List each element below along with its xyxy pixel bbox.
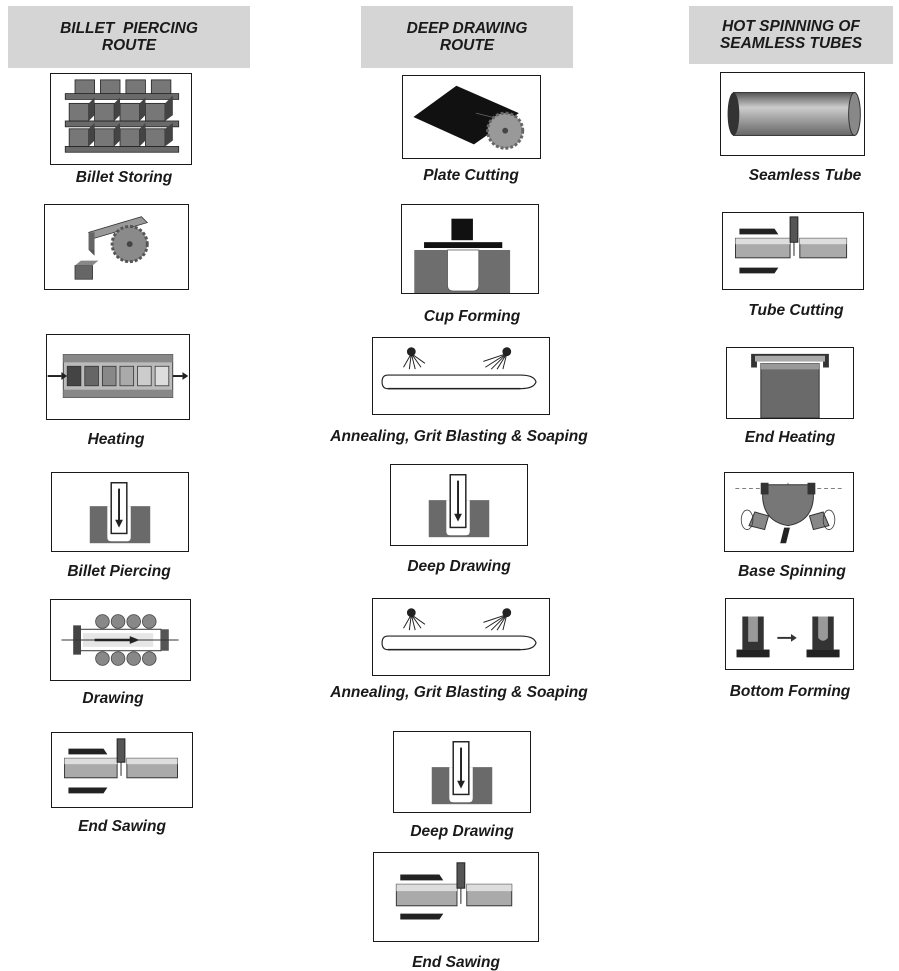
step-label: Deep Drawing [407,558,511,575]
step-label: End Sawing [412,954,500,971]
step-label: Annealing, Grit Blasting & Soaping [330,684,588,701]
header-line: ROUTE [101,37,157,54]
step-label: End Sawing [78,818,166,835]
annealing-tube-icon [372,337,550,415]
step-label: Billet Storing [75,169,173,186]
deep-drawing-die-icon [393,731,531,813]
saw-cut-icon [44,204,189,290]
header-line: BILLET PIERCING [60,20,198,37]
step-label: Billet Piercing [67,563,171,580]
step-label: Annealing, Grit Blasting & Soaping [330,428,588,445]
step-label: Drawing [82,690,144,707]
bottom-forming-icon [725,598,854,670]
header-line: DEEP DRAWING [406,20,528,37]
step-label: Tube Cutting [748,302,844,319]
billet-stack-icon [50,73,192,165]
end-heating-icon [726,347,854,419]
step-label: End Heating [744,429,836,446]
step-label: Deep Drawing [410,823,514,840]
step-label: Seamless Tube [748,167,862,184]
header-hot-spinning: HOT SPINNING OF SEAMLESS TUBES [689,6,893,64]
plate-cut-icon [402,75,541,159]
step-label: Cup Forming [423,308,521,325]
header-line: SEAMLESS TUBES [719,35,863,52]
drawing-rolls-icon [50,599,191,681]
deep-drawing-die-icon [390,464,528,546]
base-spinning-icon [724,472,854,552]
tube-icon [720,72,865,156]
tube-saw-icon [722,212,864,290]
cup-forming-icon [401,204,539,294]
annealing-tube-icon [372,598,550,676]
tube-saw-icon [373,852,539,942]
header-line: HOT SPINNING OF [722,18,860,35]
step-label: Bottom Forming [729,683,851,700]
tube-saw-icon [51,732,193,808]
header-deep-drawing: DEEP DRAWING ROUTE [361,6,573,68]
furnace-icon [46,334,190,420]
header-billet-piercing: BILLET PIERCING ROUTE [8,6,250,68]
piercing-die-icon [51,472,189,552]
header-line: ROUTE [439,37,495,54]
step-label: Heating [87,431,145,448]
step-label: Plate Cutting [423,167,519,184]
step-label: Base Spinning [738,563,846,580]
